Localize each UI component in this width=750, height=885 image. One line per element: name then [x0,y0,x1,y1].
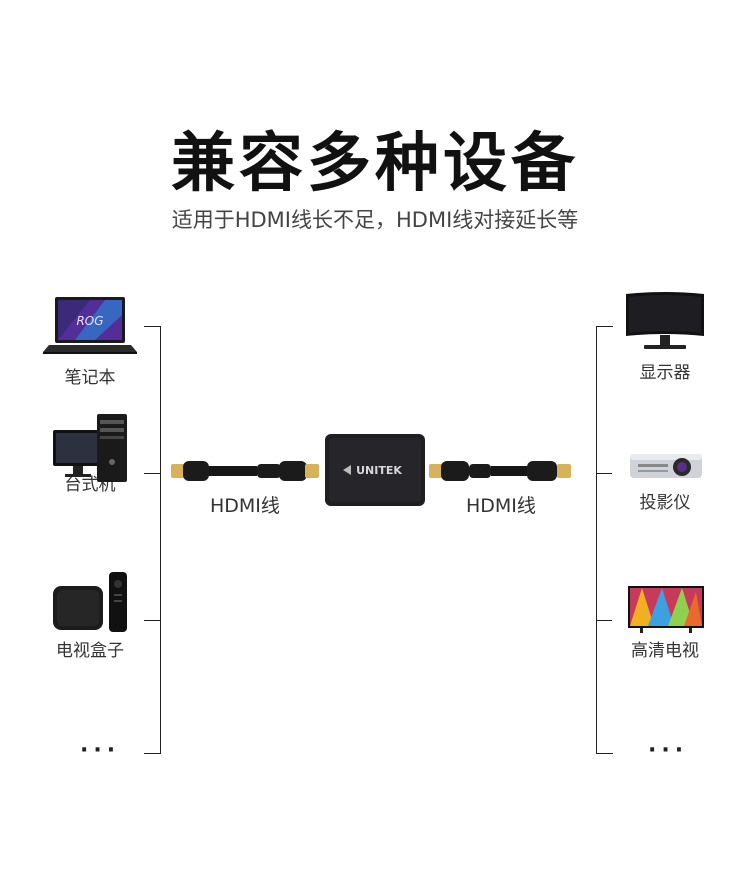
device-label: 显示器 [639,363,691,383]
more-indicator-left: ··· [80,738,121,763]
right-bracket-tick [596,620,612,621]
monitor-icon [610,290,720,352]
desktop-computer-icon [35,412,145,482]
device-monitor: 显示器 [610,290,720,383]
device-laptop: ROG 笔记本 [35,295,145,388]
laptop-screen-text: ROG [76,314,103,328]
hd-tv-icon [610,578,720,634]
device-label: 电视盒子 [56,641,124,661]
device-hd-tv: 高清电视 [610,578,720,661]
hdmi-coupler-illustration: UNITEK [171,434,571,506]
device-label: 高清电视 [631,641,699,661]
left-bracket-tick [144,473,160,474]
adapter-brand-text: UNITEK [356,464,402,477]
device-label: 投影仪 [639,493,691,513]
device-tv-box: 电视盒子 [35,568,145,661]
page-title: 兼容多种设备 [171,127,579,201]
left-bracket-line [144,326,161,754]
right-bracket-tick [596,473,612,474]
tv-box-icon [35,568,145,632]
device-projector: 投影仪 [610,440,720,513]
left-cable-label: HDMI线 [210,495,280,517]
right-bracket-line [596,326,613,754]
projector-icon [610,440,720,482]
hdmi-coupler-adapter: UNITEK [325,434,425,506]
left-bracket-tick [144,620,160,621]
device-label: 笔记本 [64,368,116,388]
right-cable-label: HDMI线 [466,495,536,517]
center-illustration: UNITEK [165,430,585,510]
device-desktop: 台式机 [35,412,145,495]
laptop-icon: ROG [35,295,145,357]
right-hdmi-cable [429,461,571,481]
page-subtitle: 适用于HDMI线长不足，HDMI线对接延长等 [171,208,579,232]
left-hdmi-cable [171,461,319,481]
more-indicator-right: ··· [648,738,689,763]
